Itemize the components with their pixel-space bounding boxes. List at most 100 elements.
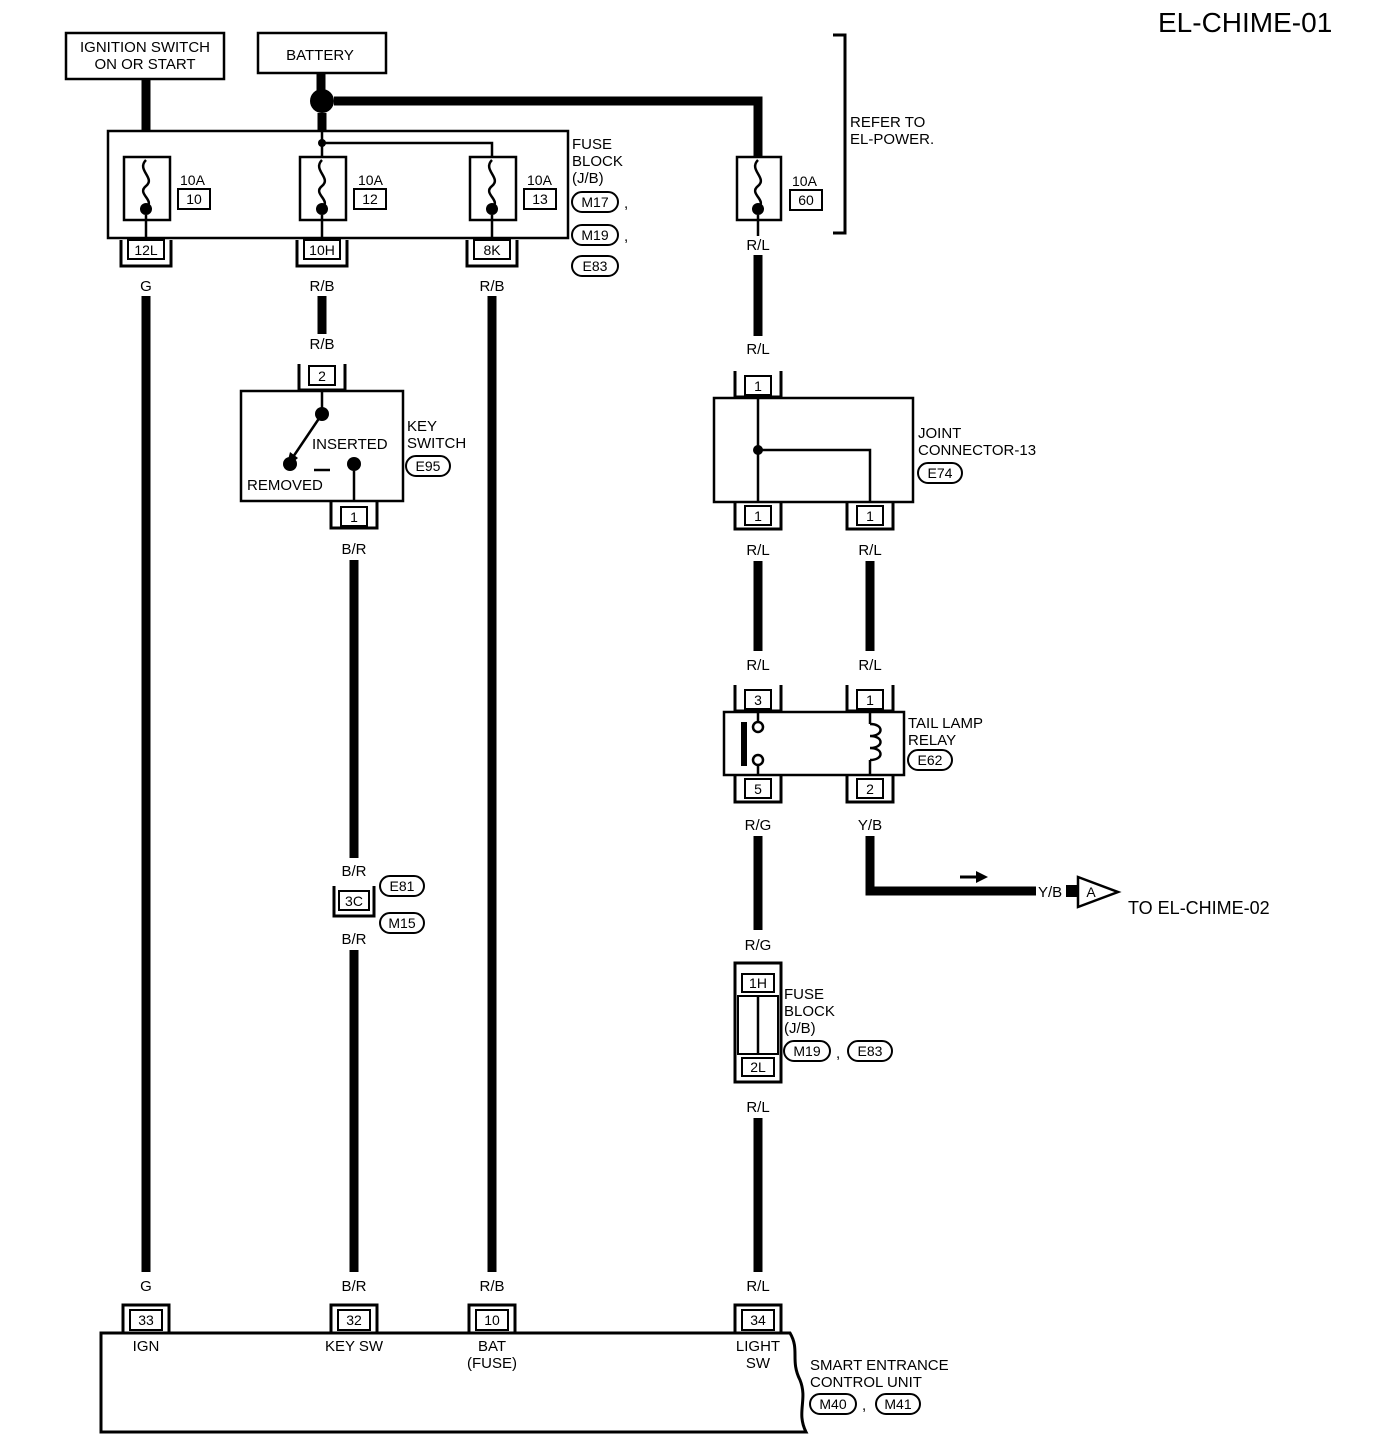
comma-2: ,: [624, 228, 628, 245]
conn-e95: E95: [416, 458, 441, 474]
terminal-jc-out-left-label: 1: [754, 508, 762, 524]
pin-34-bracket: [733, 1303, 783, 1333]
terminal-jc-out-right-label: 1: [866, 508, 874, 524]
wire-label-br-bottom: B/R: [341, 1278, 366, 1295]
wire-label-rl-jc-right: R/L: [858, 542, 881, 559]
terminal-12L: 12L: [119, 239, 173, 268]
terminal-2l-box: [741, 1057, 775, 1077]
wire-label-br-3c-bottom: B/R: [341, 931, 366, 948]
terminal-relay-5-bracket: [733, 776, 783, 804]
terminal-ks-2-box: [308, 365, 336, 386]
to-next-tag: A: [1086, 884, 1096, 900]
comma-1: ,: [624, 195, 628, 212]
terminal-1h-label: 1H: [749, 975, 767, 991]
relay-contact-top: [751, 720, 765, 734]
wire-label-rb-top-2: R/B: [479, 278, 504, 295]
terminal-relay-5-label: 5: [754, 781, 762, 797]
ignition-label-2: ON OR START: [94, 56, 195, 73]
to-next-wire: Y/B: [1038, 884, 1062, 901]
conn-e62: E62: [918, 752, 943, 768]
terminal-ks-1: 1: [329, 502, 379, 530]
terminal-12L-box: [127, 239, 165, 260]
terminal-jc-out-right-bracket: [845, 503, 895, 531]
terminal-jc-in: 1: [733, 371, 783, 399]
fuse-13: 10A 13: [468, 155, 557, 222]
fuse-12-amp: 10A: [358, 172, 384, 188]
wire-label-rb-bottom: R/B: [479, 1278, 504, 1295]
fuse-block-top-label-3: (J/B): [572, 170, 604, 187]
pin-34: 34: [733, 1303, 783, 1333]
relay-label-2: RELAY: [908, 732, 956, 749]
wire-label-br-3c-top: B/R: [341, 863, 366, 880]
fuse-60-num-box: [789, 189, 823, 211]
terminal-ks-1-bracket: [329, 502, 379, 530]
pin-10-box: [475, 1309, 509, 1331]
wire-label-rg-relay: R/G: [745, 817, 772, 834]
conn-3c-box: [338, 890, 370, 911]
battery-label: BATTERY: [286, 47, 354, 64]
pin-name-light: LIGHT: [736, 1338, 780, 1355]
wire-label-rl-joint-in: R/L: [746, 341, 769, 358]
conn-m17-tag: [571, 191, 619, 213]
relay-label-1: TAIL LAMP: [908, 715, 983, 732]
pin-32-label: 32: [346, 1312, 362, 1328]
to-next-text: TO EL-CHIME-02: [1128, 898, 1270, 918]
ks-blade: [289, 413, 324, 461]
pin-33-box: [129, 1309, 163, 1331]
terminal-jc-out-right-box: [856, 505, 884, 526]
fuse-13-element: [487, 159, 497, 209]
terminal-relay-2-label: 2: [866, 781, 874, 797]
fuse-12-num-box: [353, 188, 387, 210]
terminal-1h-box: [741, 973, 775, 993]
wire-label-rl-fb-out: R/L: [746, 1099, 769, 1116]
refer-bracket: [833, 33, 847, 235]
pin-33: 33: [121, 1303, 171, 1333]
jc-internal-branch: [758, 448, 872, 502]
comma-4: ,: [862, 1397, 866, 1414]
wire-label-rl-relay-right: R/L: [858, 657, 881, 674]
conn-e83-mid: E83: [858, 1043, 883, 1059]
fuse-12-dot: [316, 203, 328, 215]
ks-removed-contact: [283, 457, 297, 471]
conn-e95-tag: [405, 455, 451, 477]
terminal-ks-2-label: 2: [318, 368, 326, 384]
conn-m40-tag: [809, 1393, 857, 1415]
ks-inserted-label: INSERTED: [312, 436, 388, 453]
terminal-10H-label: 10H: [309, 242, 335, 258]
terminal-jc-out-left-box: [744, 505, 772, 526]
wire-label-rb-ks: R/B: [309, 336, 334, 353]
fuse-13-num: 13: [532, 191, 548, 207]
terminal-relay-1-label: 1: [866, 692, 874, 708]
ignition-label-1: IGNITION SWITCH: [80, 39, 210, 56]
conn-e81: E81: [390, 878, 415, 894]
fuse-10-num: 10: [186, 191, 202, 207]
joint-connector-body: [712, 396, 915, 504]
terminal-8K-bracket: [465, 240, 519, 268]
pin-32-box: [337, 1309, 371, 1331]
fuse-13-dot: [486, 203, 498, 215]
pin-name-ign: IGN: [133, 1338, 160, 1355]
ks-removed-label: REMOVED: [247, 477, 323, 494]
terminal-10H: 10H: [295, 239, 349, 268]
wire-yb-out: [865, 836, 1036, 896]
conn-m41-tag: [875, 1393, 921, 1415]
conn-3c-bracket: [332, 886, 376, 918]
wire-label-rl-relay-left: R/L: [746, 657, 769, 674]
pin-name-sw: SW: [746, 1355, 771, 1372]
fuse-60-amp: 10A: [792, 173, 818, 189]
wire-label-g-bottom: G: [140, 1278, 152, 1295]
wire-battery-to-fuse60: [334, 96, 763, 160]
fb-mid-label-3: (J/B): [784, 1020, 816, 1037]
terminal-10H-box: [303, 239, 341, 260]
diagram-title: EL-CHIME-01: [1158, 7, 1332, 38]
direction-arrow-head: [976, 871, 988, 883]
conn-e62-tag: [907, 749, 953, 771]
conn-e74-tag: [917, 462, 963, 484]
conn-m15-tag: [379, 912, 425, 934]
terminal-relay-2: 2: [845, 776, 895, 804]
conn-m19: M19: [581, 227, 608, 243]
relay-contact-bottom: [751, 753, 765, 767]
battery-splice-dot: [310, 89, 334, 113]
fuse-10: 10A 10: [122, 155, 211, 222]
terminal-relay-1: 1: [845, 685, 895, 713]
